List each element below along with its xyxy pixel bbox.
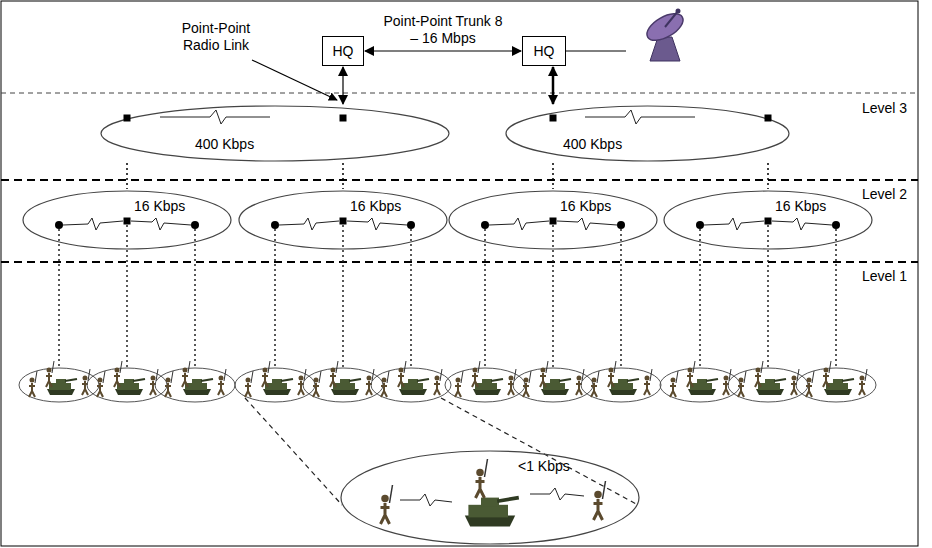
tank-figure <box>465 498 519 527</box>
soldier-figure <box>476 459 488 498</box>
ellipse-outline <box>505 105 790 162</box>
radio-zigzag <box>131 218 191 230</box>
radio-zigzag <box>279 218 339 230</box>
radio-node-dot <box>481 221 489 229</box>
level-label: Level 3 <box>862 100 907 117</box>
callout-label-box: Point-Point Radio Link <box>170 20 262 54</box>
soldier-figure <box>381 485 393 524</box>
dotted-link <box>767 163 769 189</box>
ellipse-outline <box>448 190 658 250</box>
radio-zigzag <box>489 218 549 230</box>
dotted-link <box>342 163 344 189</box>
radio-zigzag <box>160 110 270 124</box>
hq-box: HQ <box>322 36 364 66</box>
radio-node-dot <box>271 221 279 229</box>
radio-node-dot <box>191 221 199 229</box>
node-text: 400 Kbps <box>563 136 622 152</box>
node-text: 16 Kbps <box>560 198 611 214</box>
zoom-lines <box>245 398 638 505</box>
level-separators <box>1 93 918 262</box>
zoom-ellipse: <1 Kbps <box>340 450 640 545</box>
ellipse-outline <box>340 450 640 545</box>
radio-node-dot <box>696 221 704 229</box>
network-ellipse: 16 Kbps <box>238 190 448 250</box>
network-ellipse: 16 Kbps <box>22 190 232 250</box>
radio-node-dot <box>407 221 415 229</box>
uplink-line <box>566 51 626 52</box>
radio-node-square <box>550 218 557 225</box>
radio-link <box>552 67 555 104</box>
node-text: 16 Kbps <box>134 198 185 214</box>
ellipse-outline <box>100 105 450 162</box>
ellipse-border <box>23 191 231 249</box>
radio-node-dot <box>617 221 625 229</box>
hq-box: HQ <box>522 36 566 66</box>
network-ellipse: 400 Kbps <box>100 105 450 162</box>
radio-zigzag <box>63 218 123 230</box>
radio-zigzag <box>530 488 584 500</box>
radio-zigzag <box>557 218 617 230</box>
level-label-box: Level 1 <box>862 268 907 285</box>
leader-arrow <box>252 60 337 100</box>
radio-node-square <box>550 115 557 122</box>
callout-label: Point-Point Radio Link <box>170 20 262 54</box>
ellipse-border <box>664 191 872 249</box>
node-text: HQ <box>534 43 555 59</box>
radio-zigzag <box>347 218 407 230</box>
level-label-box: Level 2 <box>862 186 907 203</box>
radio-node-square <box>124 218 131 225</box>
radio-node-square <box>765 115 772 122</box>
ellipse-border <box>239 191 447 249</box>
node-text: 400 Kbps <box>195 136 254 152</box>
radio-link <box>342 67 343 104</box>
radio-node-square <box>340 115 347 122</box>
ellipse-border <box>341 451 639 544</box>
radio-node-dot <box>55 221 63 229</box>
level-label: Level 2 <box>862 186 907 203</box>
node-text: 16 Kbps <box>350 198 401 214</box>
radio-zigzag <box>400 494 452 506</box>
radio-node-dot <box>832 221 840 229</box>
node-text: HQ <box>333 43 354 59</box>
ellipse-outline <box>238 190 448 250</box>
network-ellipse: 16 Kbps <box>663 190 873 250</box>
radio-node-square <box>765 218 772 225</box>
ellipse-border <box>449 191 657 249</box>
frame <box>1 1 918 546</box>
satellite-dish-icon <box>643 8 688 61</box>
radio-zigzag <box>772 218 832 230</box>
radio-node-square <box>124 115 131 122</box>
dotted-link <box>552 163 554 189</box>
level-label: Level 1 <box>862 268 907 285</box>
soldier-figure <box>594 481 606 520</box>
radio-zigzag <box>704 218 764 230</box>
ellipse-outline <box>22 190 232 250</box>
radio-link <box>365 50 521 51</box>
node-text: 16 Kbps <box>775 198 826 214</box>
ellipse-border <box>506 106 789 161</box>
ellipse-outline <box>663 190 873 250</box>
edge-label-box: Point-Point Trunk 8 – 16 Mbps <box>378 13 508 47</box>
network-ellipse: 16 Kbps <box>448 190 658 250</box>
radio-zigzag <box>585 110 695 124</box>
network-ellipse: 400 Kbps <box>505 105 790 162</box>
ellipse-border <box>101 106 449 161</box>
node-text: <1 Kbps <box>518 458 570 474</box>
edge-label: Point-Point Trunk 8 – 16 Mbps <box>378 13 508 47</box>
radio-node-square <box>340 218 347 225</box>
unit-groups <box>19 361 876 402</box>
dotted-link <box>126 163 128 189</box>
level-label-box: Level 3 <box>862 100 907 117</box>
